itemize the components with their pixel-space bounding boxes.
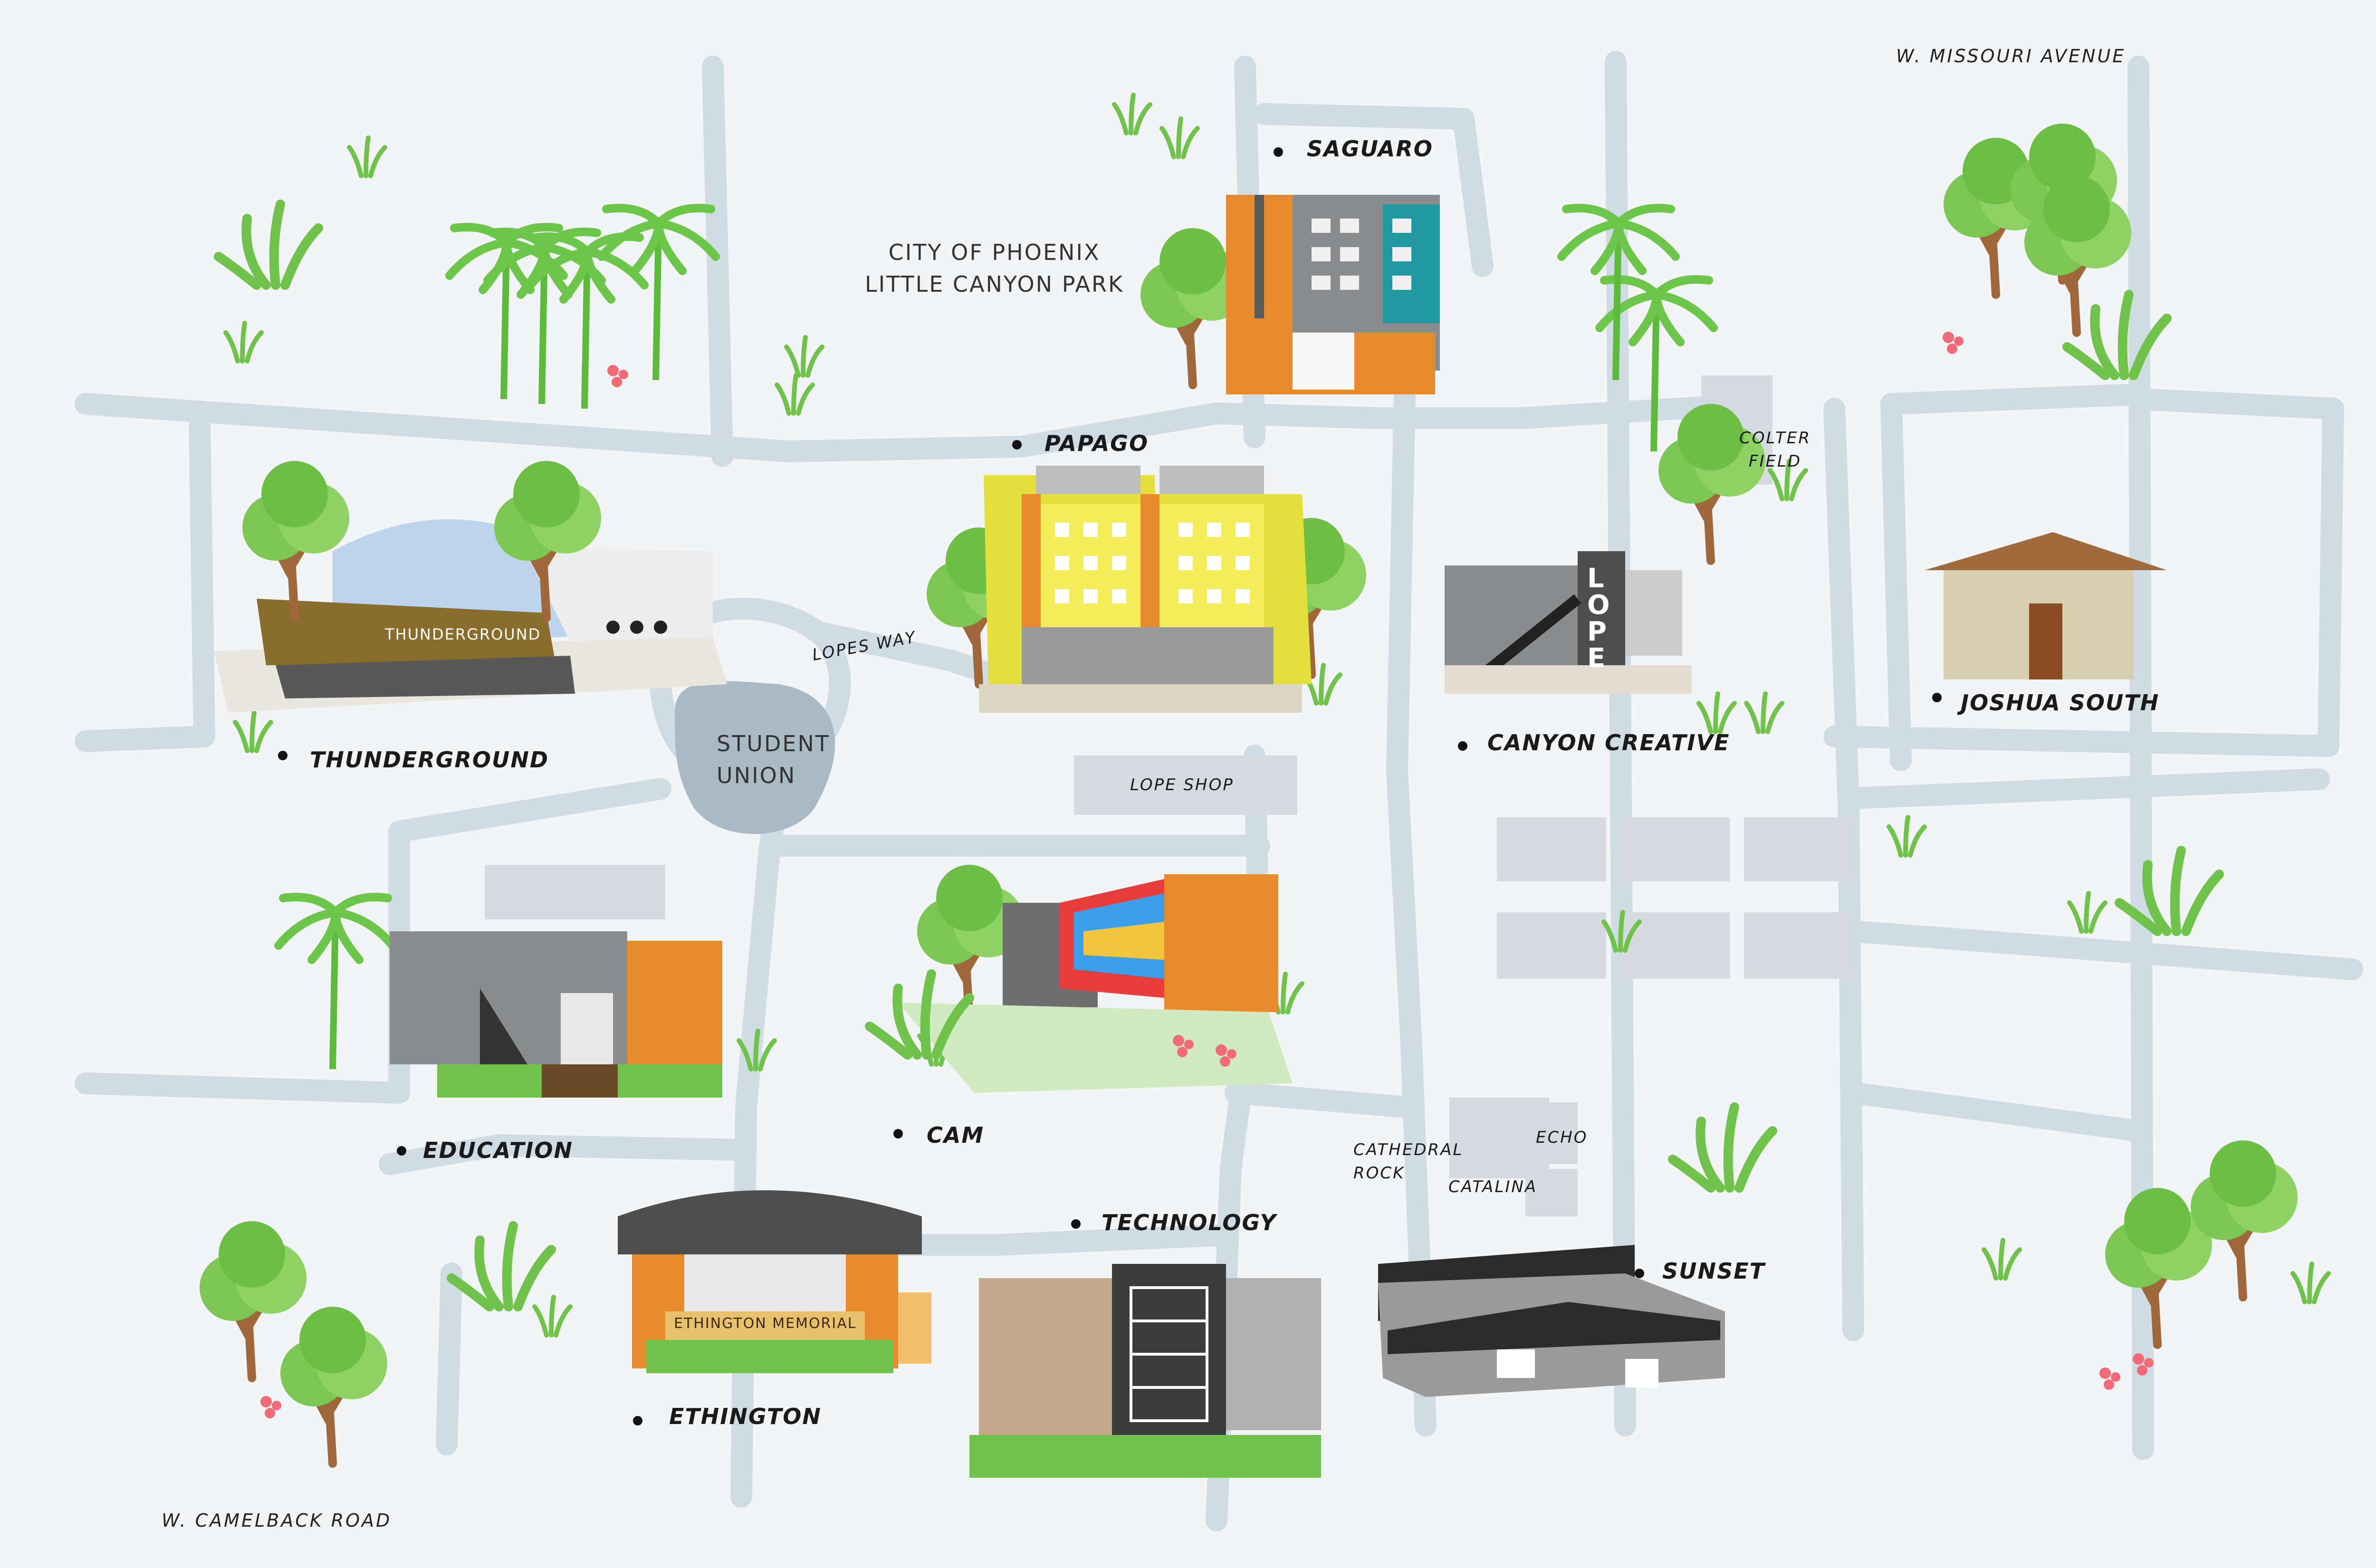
- roads-layer: [75, 51, 2363, 1531]
- building-label-catalina[interactable]: Catalina: [1448, 1177, 1538, 1196]
- road-east-vertical-a: [1386, 288, 1437, 1436]
- building-label-saguaro[interactable]: Saguaro: [1307, 136, 1433, 162]
- technology-marker: [1071, 1219, 1081, 1229]
- cam-marker: [893, 1129, 903, 1138]
- area-label-little-canyon-park: City of Phoenix Little Canyon Park: [865, 239, 1124, 297]
- road-label-camelback: W. Camelback Road: [162, 1510, 392, 1531]
- road-top-east: [1253, 103, 1494, 277]
- thunderground-marker: [278, 751, 287, 760]
- road-label-missouri: W. Missouri Avenue: [1896, 46, 2126, 67]
- joshua-south-building: [1925, 532, 2167, 679]
- building-label-education[interactable]: Education: [423, 1138, 574, 1163]
- area-label-colter-field[interactable]: Colter Field: [1739, 429, 1811, 471]
- joshua-south-marker: [1932, 693, 1942, 702]
- road-north-loop: [75, 393, 1769, 462]
- student-union-plaza: [675, 681, 835, 834]
- area-label-student-union[interactable]: Student Union: [717, 731, 830, 788]
- road-south-west: [379, 1134, 752, 1455]
- ethington-marker: [633, 1416, 642, 1425]
- parking-lots: [485, 375, 1853, 1216]
- papago-marker: [1012, 440, 1022, 449]
- street-label-lope-shop[interactable]: Lope Shop: [1130, 775, 1234, 794]
- building-label-canyon-creative[interactable]: Canyon Creative: [1487, 730, 1730, 755]
- technology-building: [969, 1264, 1321, 1478]
- road-central-south: [730, 759, 795, 1508]
- saguaro-marker: [1274, 147, 1283, 157]
- sunset-building: [1378, 1245, 1725, 1397]
- building-label-cam[interactable]: Cam: [927, 1122, 985, 1148]
- sunset-marker: [1635, 1269, 1644, 1278]
- building-label-technology[interactable]: Technology: [1102, 1210, 1277, 1235]
- road-east-box: [1823, 383, 2344, 771]
- road-west-vertical: [702, 56, 733, 467]
- papago-building: [979, 466, 1312, 713]
- canyon-creative-marker: [1458, 741, 1467, 751]
- road-east-grid: [1842, 768, 2363, 1142]
- road-south-east: [1225, 1082, 1418, 1118]
- sign-ethington-memorial: Ethington Memorial: [674, 1315, 857, 1332]
- education-building: [390, 931, 722, 1098]
- building-label-papago[interactable]: Papago: [1044, 430, 1149, 456]
- road-far-west: [75, 407, 215, 752]
- saguaro-building: [1226, 195, 1440, 394]
- building-label-sunset[interactable]: Sunset: [1662, 1258, 1765, 1284]
- sign-lope: LOPE: [1587, 563, 1610, 674]
- building-label-joshua-south[interactable]: Joshua South: [1961, 690, 2160, 716]
- education-marker: [397, 1146, 406, 1156]
- ethington-building: [618, 1190, 931, 1373]
- canyon-creative-building: [1445, 551, 1692, 694]
- building-label-echo[interactable]: Echo: [1536, 1128, 1588, 1147]
- building-label-thunderground[interactable]: Thunderground: [310, 747, 549, 773]
- building-label-cathedral-rock[interactable]: Cathedral Rock: [1353, 1140, 1464, 1183]
- building-label-ethington[interactable]: Ethington: [669, 1404, 822, 1429]
- cam-building: [870, 874, 1293, 1093]
- sign-thunderground: Thunderground: [385, 625, 541, 643]
- thunderground-building: [214, 461, 727, 713]
